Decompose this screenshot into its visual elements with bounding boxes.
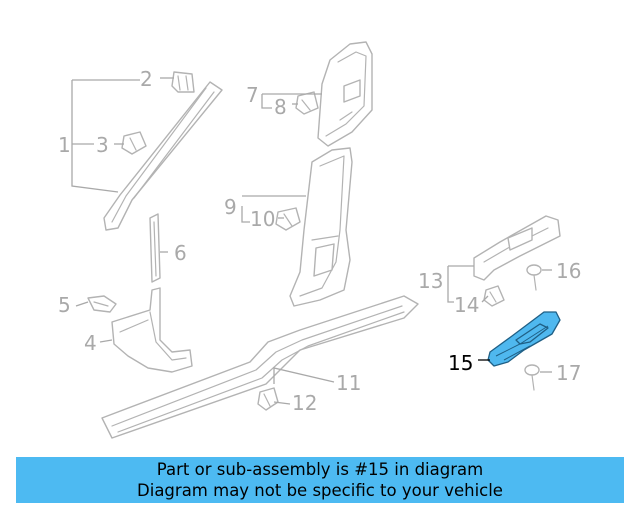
part-8-clip [295,91,319,115]
callout-11: 11 [336,371,361,395]
callout-16: 16 [556,259,581,283]
part-16-screw [526,264,542,291]
callout-5: 5 [58,293,71,317]
part-17-screw [524,364,540,391]
callout-9: 9 [224,195,237,219]
callout-7: 7 [246,83,259,107]
part-9-b-pillar-lower [289,147,353,307]
leader-lines [71,77,552,405]
part-15-highlighted [487,311,561,367]
callout-8: 8 [274,95,287,119]
part-5-clip [87,295,117,313]
info-banner: Part or sub-assembly is #15 in diagram D… [16,457,624,503]
part-4-kick-panel [111,287,193,373]
banner-line-1: Part or sub-assembly is #15 in diagram [156,460,484,479]
callout-2: 2 [140,67,153,91]
banner-line-2: Diagram may not be specific to your vehi… [137,481,503,500]
part-1-a-pillar-trim [103,81,223,231]
callout-13: 13 [418,269,443,293]
callout-1: 1 [58,133,71,157]
callout-3: 3 [96,133,109,157]
part-2-clip [171,71,195,93]
part-3-clip [121,131,147,155]
part-6-strip [149,213,161,283]
callout-12: 12 [292,391,317,415]
callout-15: 15 [448,351,473,375]
callout-labels: 1 2 3 4 5 6 7 8 9 10 11 12 13 14 15 16 1… [58,67,581,415]
callout-10: 10 [250,207,275,231]
callout-14: 14 [454,293,479,317]
part-10-clip [275,207,301,231]
part-14-clip [483,285,505,307]
callout-4: 4 [84,331,97,355]
part-12-clip [257,387,279,411]
callout-6: 6 [174,241,187,265]
part-13-scuff-plate [473,215,561,281]
part-11-sill-plate [101,295,419,439]
callout-17: 17 [556,361,581,385]
part-7-b-pillar-upper [317,41,373,147]
